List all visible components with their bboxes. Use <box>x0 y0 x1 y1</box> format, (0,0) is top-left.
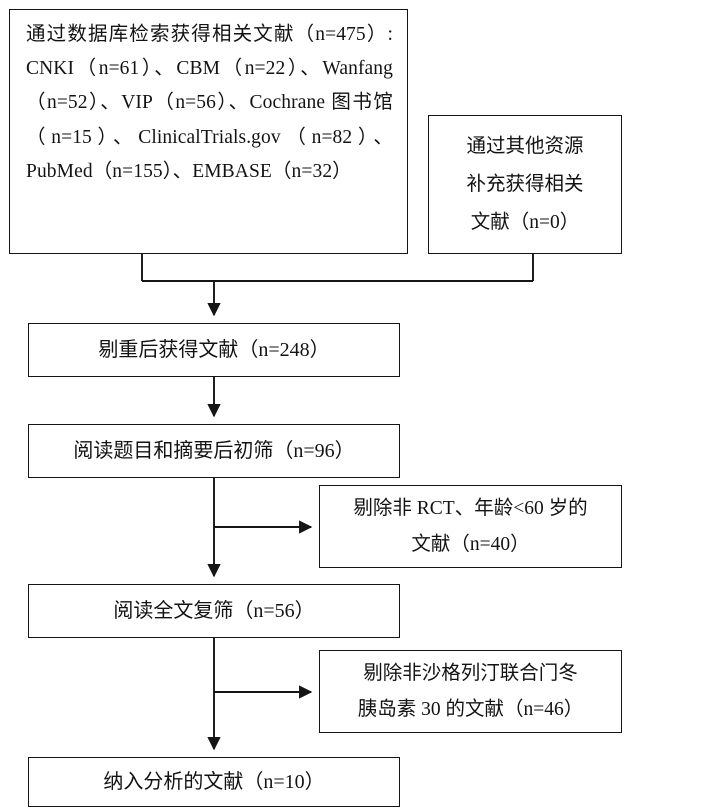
node-exclude-non-rct-label: 剔除非 RCT、年龄<60 岁的 文献（n=40） <box>353 497 588 555</box>
node-exclude-non-drug-label: 剔除非沙格列汀联合门冬 胰岛素 30 的文献（n=46） <box>357 662 584 720</box>
node-exclude-non-drug: 剔除非沙格列汀联合门冬 胰岛素 30 的文献（n=46） <box>319 650 622 733</box>
node-title-abstract-screening-label: 阅读题目和摘要后初筛（n=96） <box>73 440 355 462</box>
node-database-search: 通过数据库检索获得相关文献（n=475）: CNKI（n=61）、CBM（n=2… <box>9 9 408 254</box>
node-included-studies: 纳入分析的文献（n=10） <box>28 757 400 807</box>
node-included-studies-label: 纳入分析的文献（n=10） <box>103 771 325 793</box>
node-deduplicated-label: 剔重后获得文献（n=248） <box>98 339 330 361</box>
node-database-search-label: 通过数据库检索获得相关文献（n=475）: CNKI（n=61）、CBM（n=2… <box>26 24 393 182</box>
node-deduplicated: 剔重后获得文献（n=248） <box>28 323 400 377</box>
node-title-abstract-screening: 阅读题目和摘要后初筛（n=96） <box>28 424 400 478</box>
edge-sources-to-dedup <box>141 254 534 317</box>
node-fulltext-screening-label: 阅读全文复筛（n=56） <box>113 600 315 622</box>
node-exclude-non-rct: 剔除非 RCT、年龄<60 岁的 文献（n=40） <box>319 485 622 568</box>
node-fulltext-screening: 阅读全文复筛（n=56） <box>28 584 400 638</box>
node-other-sources: 通过其他资源 补充获得相关 文献（n=0） <box>428 115 622 254</box>
node-other-sources-label: 通过其他资源 补充获得相关 文献（n=0） <box>466 135 584 233</box>
